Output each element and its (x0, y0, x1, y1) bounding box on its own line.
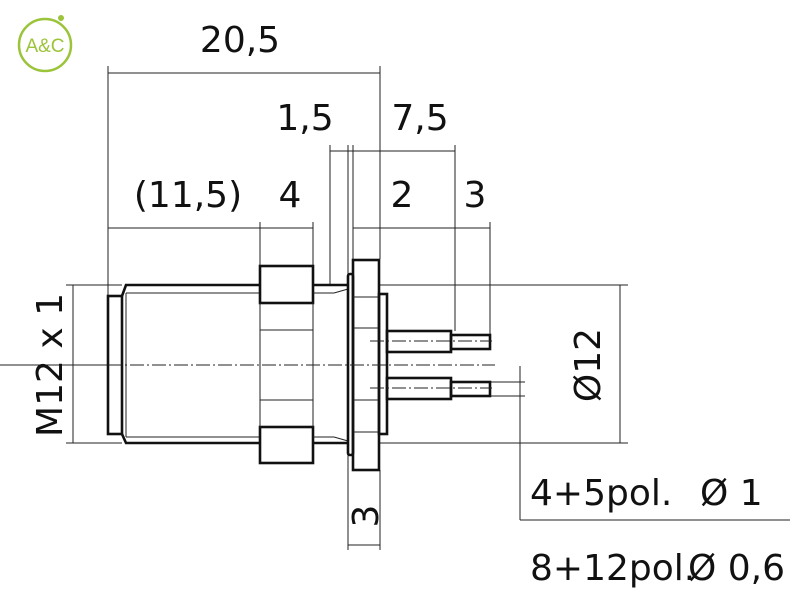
dim-thread-length: (11,5) (134, 175, 242, 216)
dim-pin-tip: 3 (464, 175, 487, 216)
dim-flange-bottom: 3 (346, 505, 387, 528)
pin-table-row-1-poles: 4+5pol. (530, 473, 672, 514)
dim-rear-length: 7,5 (391, 98, 448, 139)
dim-thread: M12 x 1 (30, 293, 71, 437)
connector-body (106, 258, 495, 472)
logo-text: A&C (25, 36, 64, 57)
dim-flange-width: 2 (391, 175, 414, 216)
logo: A&C (17, 15, 73, 73)
pin-table-row-2-poles: 8+12pol. (530, 548, 695, 589)
dim-flange-gap: 1,5 (276, 98, 333, 139)
pin-table-row-2-diameter: Ø 0,6 (688, 548, 785, 589)
pin-table-row-1-diameter: Ø 1 (700, 473, 763, 514)
dim-diameter: Ø12 (568, 328, 609, 402)
dim-overall-length: 20,5 (200, 20, 280, 61)
dim-nut-width: 4 (279, 175, 302, 216)
